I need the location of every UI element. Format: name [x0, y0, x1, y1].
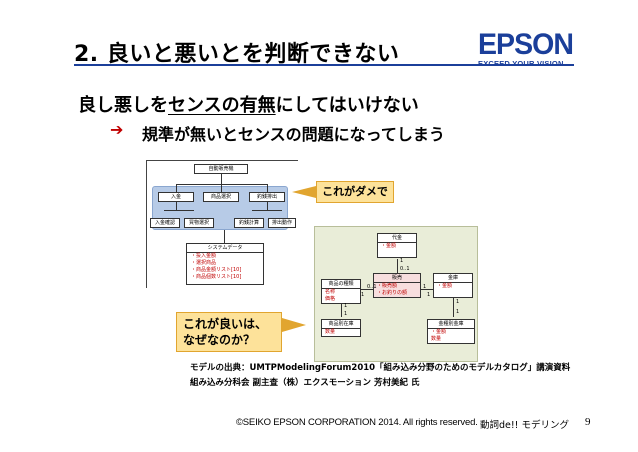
main-heading-underlined: センスの有無	[168, 95, 276, 116]
main-heading-part-c: にしてはいけない	[275, 95, 419, 116]
class-cashbox: 金庫 ・金額	[433, 273, 473, 298]
multiplicity: 1	[456, 309, 460, 315]
system-attr: ・選択商品	[191, 260, 217, 266]
class-product-kind: 商品の種類 名称 価格	[321, 279, 361, 304]
multiplicity: 1	[361, 292, 365, 298]
logo-wordmark: EPSON	[478, 28, 574, 61]
class-attr: ・金額	[437, 283, 453, 289]
class-money: 代金 ・金額	[377, 233, 417, 258]
connector-line	[164, 210, 194, 211]
source-line1: モデルの出典：UMTPModelingForum2010「組み込み分野のためのモ…	[190, 363, 571, 373]
association-line	[341, 303, 342, 317]
source-line2: 組み込み分科会 副主査（株）エクスモーション 芳村美紀 氏	[190, 378, 420, 388]
association-line	[361, 289, 373, 290]
callout-bad: これがダメで	[316, 181, 394, 203]
multiplicity: 1	[344, 303, 348, 309]
system-data-title: システムデータ	[187, 244, 263, 253]
multiplicity: 1	[427, 292, 431, 298]
connector-line	[267, 184, 268, 192]
class-attr: 価格	[325, 296, 336, 302]
multiplicity: 1	[400, 258, 404, 264]
process-box: 買物選択	[184, 218, 214, 228]
class-attr-empty	[434, 290, 472, 297]
connector-line	[176, 184, 268, 185]
class-sale: 販売 ・販売額 ・お釣りの額	[373, 273, 421, 298]
class-name: 代金	[378, 234, 416, 243]
class-cash-stock: 金種別金庫 ・金額 数量	[427, 319, 475, 344]
connector-line	[221, 184, 222, 192]
multiplicity: 1	[456, 299, 460, 305]
association-line	[397, 259, 398, 273]
process-box: 入金	[158, 192, 194, 202]
diagram-frame	[146, 160, 298, 288]
class-attr: 数量	[431, 336, 442, 342]
process-box: 釣銭排出	[249, 192, 285, 202]
connector-line	[252, 210, 282, 211]
process-box: 排出動作	[268, 218, 296, 228]
footer-topic: 動詞de!! モデリング	[480, 420, 570, 431]
class-name: 金種別金庫	[428, 320, 474, 329]
vending-machine-box: 自動販売機	[194, 164, 248, 174]
class-diagram: 代金 ・金額 1 0..1 商品の種類 名称 価格 販売 ・販売額 ・お釣りの額…	[314, 226, 478, 362]
process-box: 商品選択	[203, 192, 239, 202]
page-number: 9	[585, 416, 591, 428]
class-name: 金庫	[434, 274, 472, 283]
logo-tagline: EXCEED YOUR VISION	[478, 59, 570, 68]
connector-line	[224, 230, 225, 243]
callout-bad-pointer	[292, 186, 316, 198]
class-attr-empty	[378, 250, 416, 257]
main-heading-part-a: 良し悪しを	[78, 95, 168, 116]
multiplicity: 1	[344, 311, 348, 317]
class-name: 商品の種類	[322, 280, 360, 289]
callout-good-pointer	[282, 318, 306, 332]
system-attr: ・商品個数リスト[10]	[191, 274, 242, 280]
slide-title: 2. 良いと悪いとを判断できない	[74, 42, 400, 67]
source-note: モデルの出典：UMTPModelingForum2010「組み込み分野のためのモ…	[190, 361, 570, 391]
class-name: 販売	[374, 274, 420, 283]
connector-line	[176, 184, 177, 192]
class-attr: 名称	[325, 289, 336, 295]
process-box: 釣銭計算	[234, 218, 264, 228]
callout-good-line2: なぜなのか？	[183, 333, 256, 347]
arrow-right-icon: ➔	[110, 120, 124, 139]
footer-copyright: ©SEIKO EPSON CORPORATION 2014. All right…	[236, 417, 478, 428]
title-divider	[74, 64, 574, 66]
callout-good: これが良いは、 なぜなのか？	[176, 312, 282, 352]
process-box: 入金確認	[150, 218, 180, 228]
main-heading: 良し悪しをセンスの有無にしてはいけない	[78, 91, 419, 117]
association-line	[453, 297, 454, 317]
connector-line	[221, 174, 222, 184]
connector-line	[267, 202, 268, 210]
sub-heading: 規準が無いとセンスの問題になってしまう	[142, 125, 445, 144]
system-data-box: システムデータ ・投入金額 ・選択商品 ・商品金額リスト[10] ・商品個数リス…	[186, 243, 264, 285]
class-attr: 数量	[325, 329, 336, 335]
association-line	[421, 289, 433, 290]
functional-decomposition-diagram: 自動販売機 入金 商品選択 釣銭排出 入金確認 買物選択 釣銭計算 排出動作 シ…	[140, 160, 300, 290]
class-product-stock: 商品別在庫 数量	[321, 319, 361, 337]
callout-good-line1: これが良いは、	[183, 317, 268, 331]
class-attr: ・金額	[381, 243, 397, 249]
class-name: 商品別在庫	[322, 320, 360, 329]
multiplicity: 1	[423, 284, 427, 290]
multiplicity: 0..1	[400, 266, 410, 272]
system-attr: ・商品金額リスト[10]	[191, 267, 242, 273]
class-attr: ・金額	[431, 329, 447, 335]
epson-logo: EPSON EXCEED YOUR VISION	[478, 28, 574, 69]
class-attr: ・販売額	[377, 283, 398, 289]
class-attr: ・お釣りの額	[377, 290, 408, 296]
system-attr: ・投入金額	[191, 253, 217, 259]
multiplicity: 0..1	[367, 284, 377, 290]
connector-line	[176, 202, 177, 210]
